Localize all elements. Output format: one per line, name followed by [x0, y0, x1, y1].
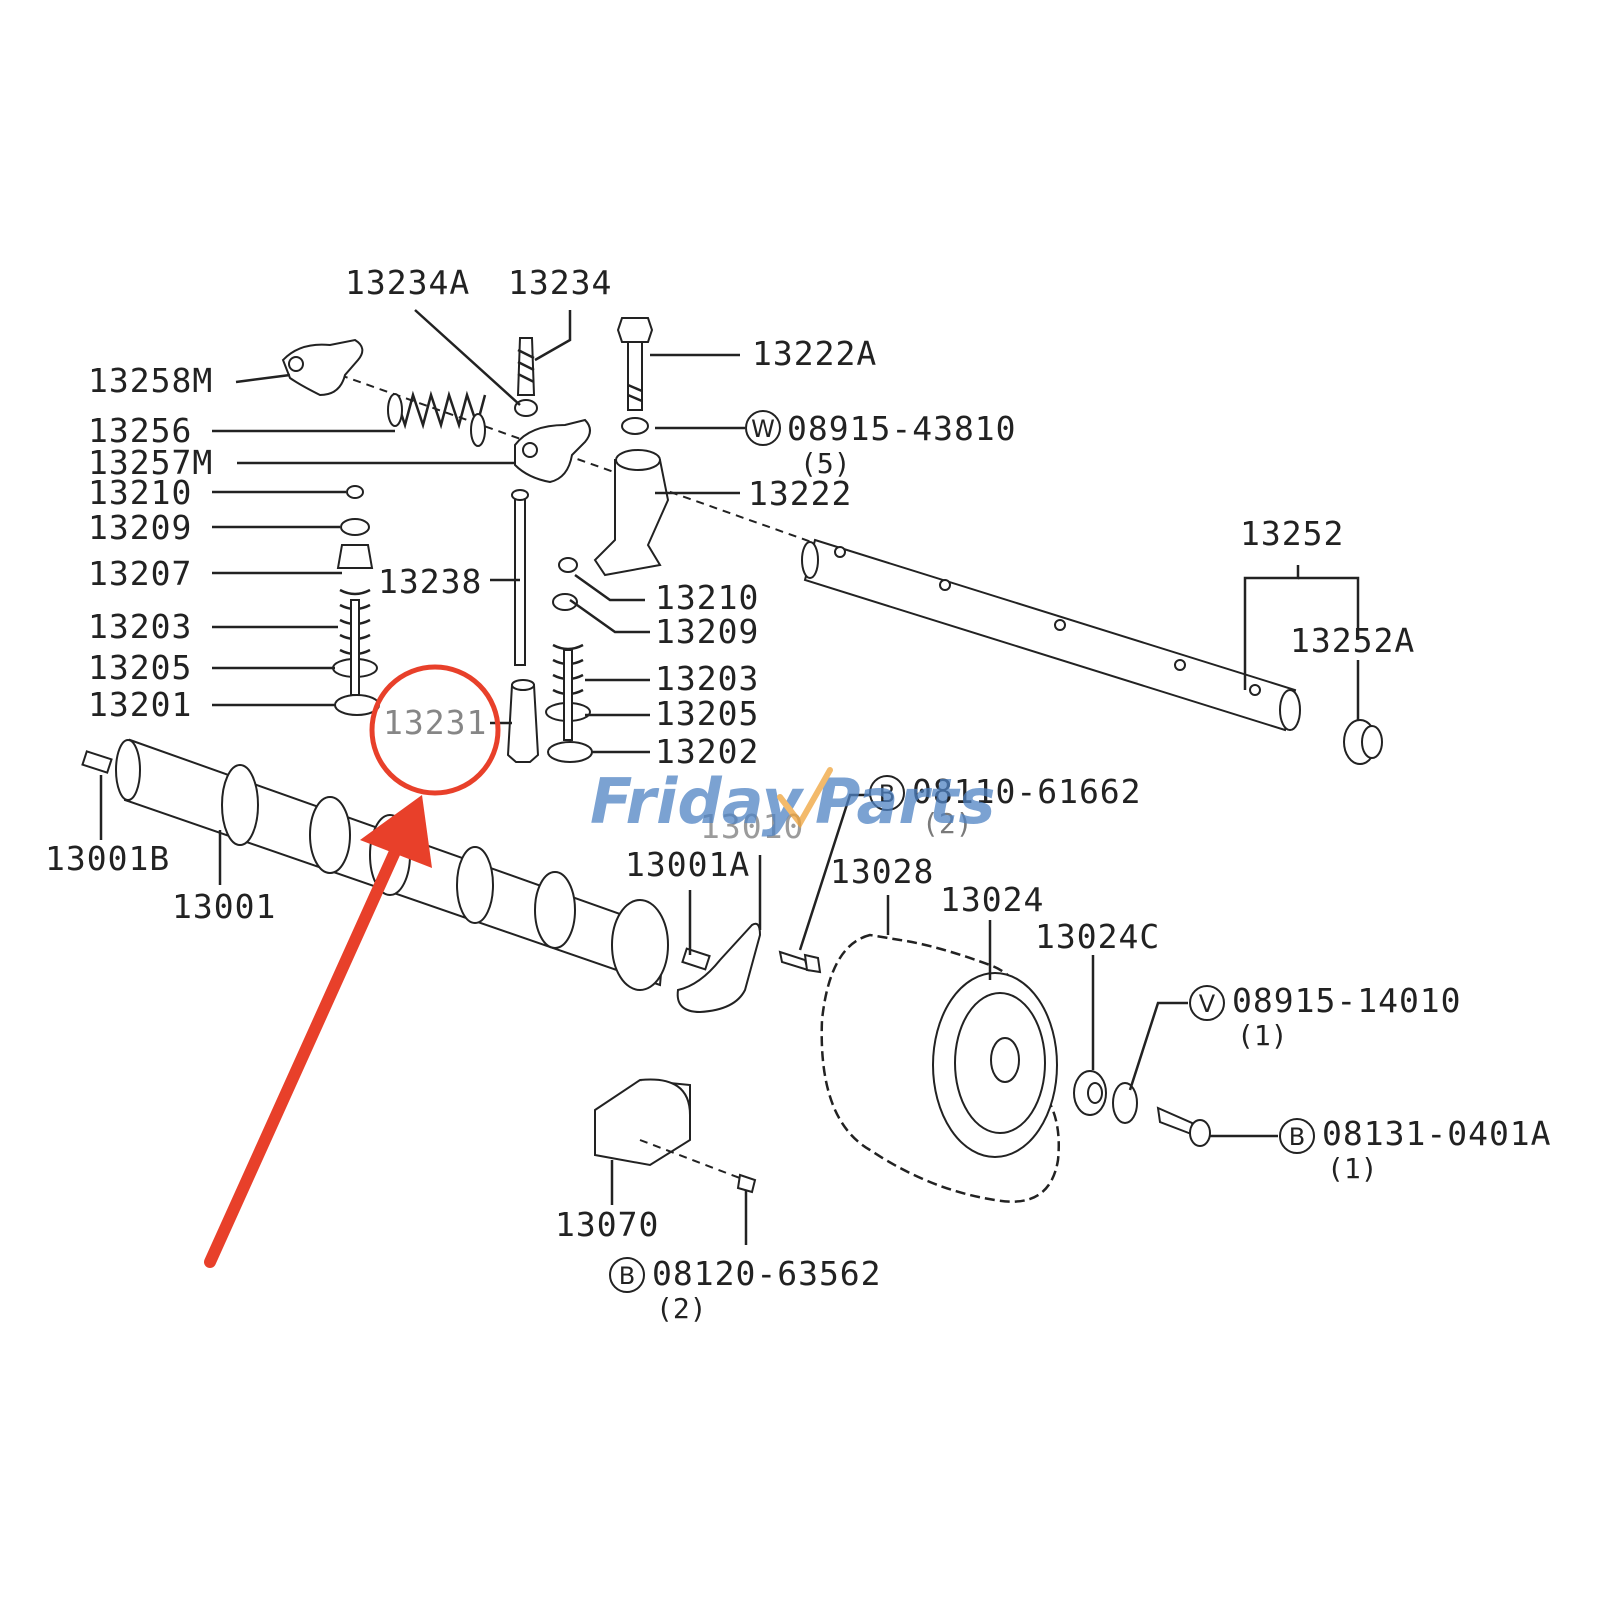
label-13010: 13010	[700, 807, 804, 846]
rocker-spring-13256	[387, 390, 487, 447]
qty-08120-63562: (2)	[656, 1292, 707, 1325]
v-symbol: V	[1189, 985, 1225, 1021]
chain-tensioner-13070	[594, 1078, 757, 1194]
label-13202: 13202	[655, 732, 759, 771]
svg-text:W: W	[751, 415, 775, 443]
label-08915-14010: 08915-14010	[1232, 981, 1462, 1020]
adjust-screw-13234	[514, 337, 538, 417]
label-13028: 13028	[830, 852, 934, 891]
bolt-symbol-3: B	[609, 1257, 645, 1293]
label-13209-left: 13209	[88, 508, 192, 547]
washer-symbol-1: W	[745, 410, 781, 446]
label-13257M: 13257M	[88, 443, 213, 482]
label-13222: 13222	[748, 474, 852, 513]
label-13207: 13207	[88, 554, 192, 593]
label-13210-left: 13210	[88, 473, 192, 512]
valve-assembly-right	[545, 557, 593, 763]
label-13238: 13238	[378, 562, 482, 601]
valve-lifter-13231	[506, 679, 540, 763]
rocker-bracket-13222	[593, 449, 670, 577]
label-13209-right: 13209	[655, 612, 759, 651]
highlight-arrow-head	[360, 795, 432, 868]
label-13234: 13234	[508, 263, 612, 302]
label-08131-0401A: 08131-0401A	[1322, 1114, 1552, 1153]
spacer-13024C	[1073, 1070, 1107, 1116]
qty-08110-61662: (2)	[922, 807, 973, 840]
valve-assembly-left	[332, 485, 380, 716]
svg-text:V: V	[1199, 990, 1216, 1018]
label-08120-63562: 08120-63562	[652, 1254, 882, 1293]
svg-text:B: B	[619, 1262, 635, 1290]
rocker-arm-13257M	[514, 418, 591, 484]
label-13258M: 13258M	[88, 361, 213, 400]
cam-sprocket-13024	[932, 972, 1058, 1158]
label-08915-43810: 08915-43810	[787, 409, 1017, 448]
svg-text:B: B	[1289, 1123, 1305, 1151]
washer-08915-43810	[621, 417, 649, 435]
highlight-arrow-shaft	[204, 839, 404, 1268]
label-13001A: 13001A	[625, 845, 750, 884]
label-13001: 13001	[172, 887, 276, 926]
bolt-08110-61662	[778, 950, 822, 974]
label-13203-right: 13203	[655, 659, 759, 698]
highlight-annotation	[204, 664, 501, 1268]
rocker-shaft	[339, 374, 1301, 732]
label-13252A: 13252A	[1290, 621, 1415, 660]
qty-08915-14010: (1)	[1237, 1019, 1288, 1052]
qty-08915-43810: (5)	[800, 447, 851, 480]
label-13231: 13231	[383, 703, 487, 742]
bolt-symbol-1: B	[869, 775, 905, 811]
shaft-plug	[1343, 719, 1383, 765]
bolt-symbol-2: B	[1279, 1118, 1315, 1154]
watermark-logo: Friday Parts	[590, 765, 995, 838]
svg-text:B: B	[879, 780, 895, 808]
leader-lines	[99, 309, 1360, 1245]
timing-chain-13028	[820, 933, 1060, 1203]
part-labels: 13234A 13234 13258M 13222A 13256 08915-4…	[45, 263, 1552, 1325]
watermark-parts: Parts	[815, 765, 995, 838]
label-13234A: 13234A	[345, 263, 470, 302]
label-13222A: 13222A	[752, 334, 877, 373]
rocker-arm-13258M	[281, 338, 364, 397]
washer-08915-14010	[1112, 1082, 1138, 1124]
bolt-08131-0401A	[1156, 1106, 1211, 1147]
label-13201: 13201	[88, 685, 192, 724]
label-13205-right: 13205	[655, 694, 759, 733]
label-08110-61662: 08110-61662	[912, 772, 1142, 811]
bolt-13222A	[616, 317, 654, 411]
pushrod-13238	[511, 489, 529, 666]
highlight-circle	[369, 664, 501, 796]
label-13001B: 13001B	[45, 839, 170, 878]
qty-08131-0401A: (1)	[1327, 1152, 1378, 1185]
label-13203-left: 13203	[88, 607, 192, 646]
label-13205-left: 13205	[88, 648, 192, 687]
label-13024: 13024	[940, 880, 1044, 919]
label-13070: 13070	[555, 1205, 659, 1244]
label-13024C: 13024C	[1035, 917, 1160, 956]
label-13252: 13252	[1240, 514, 1344, 553]
label-13210-right: 13210	[655, 578, 759, 617]
label-13256: 13256	[88, 411, 192, 450]
watermark-friday: Friday	[590, 765, 805, 838]
